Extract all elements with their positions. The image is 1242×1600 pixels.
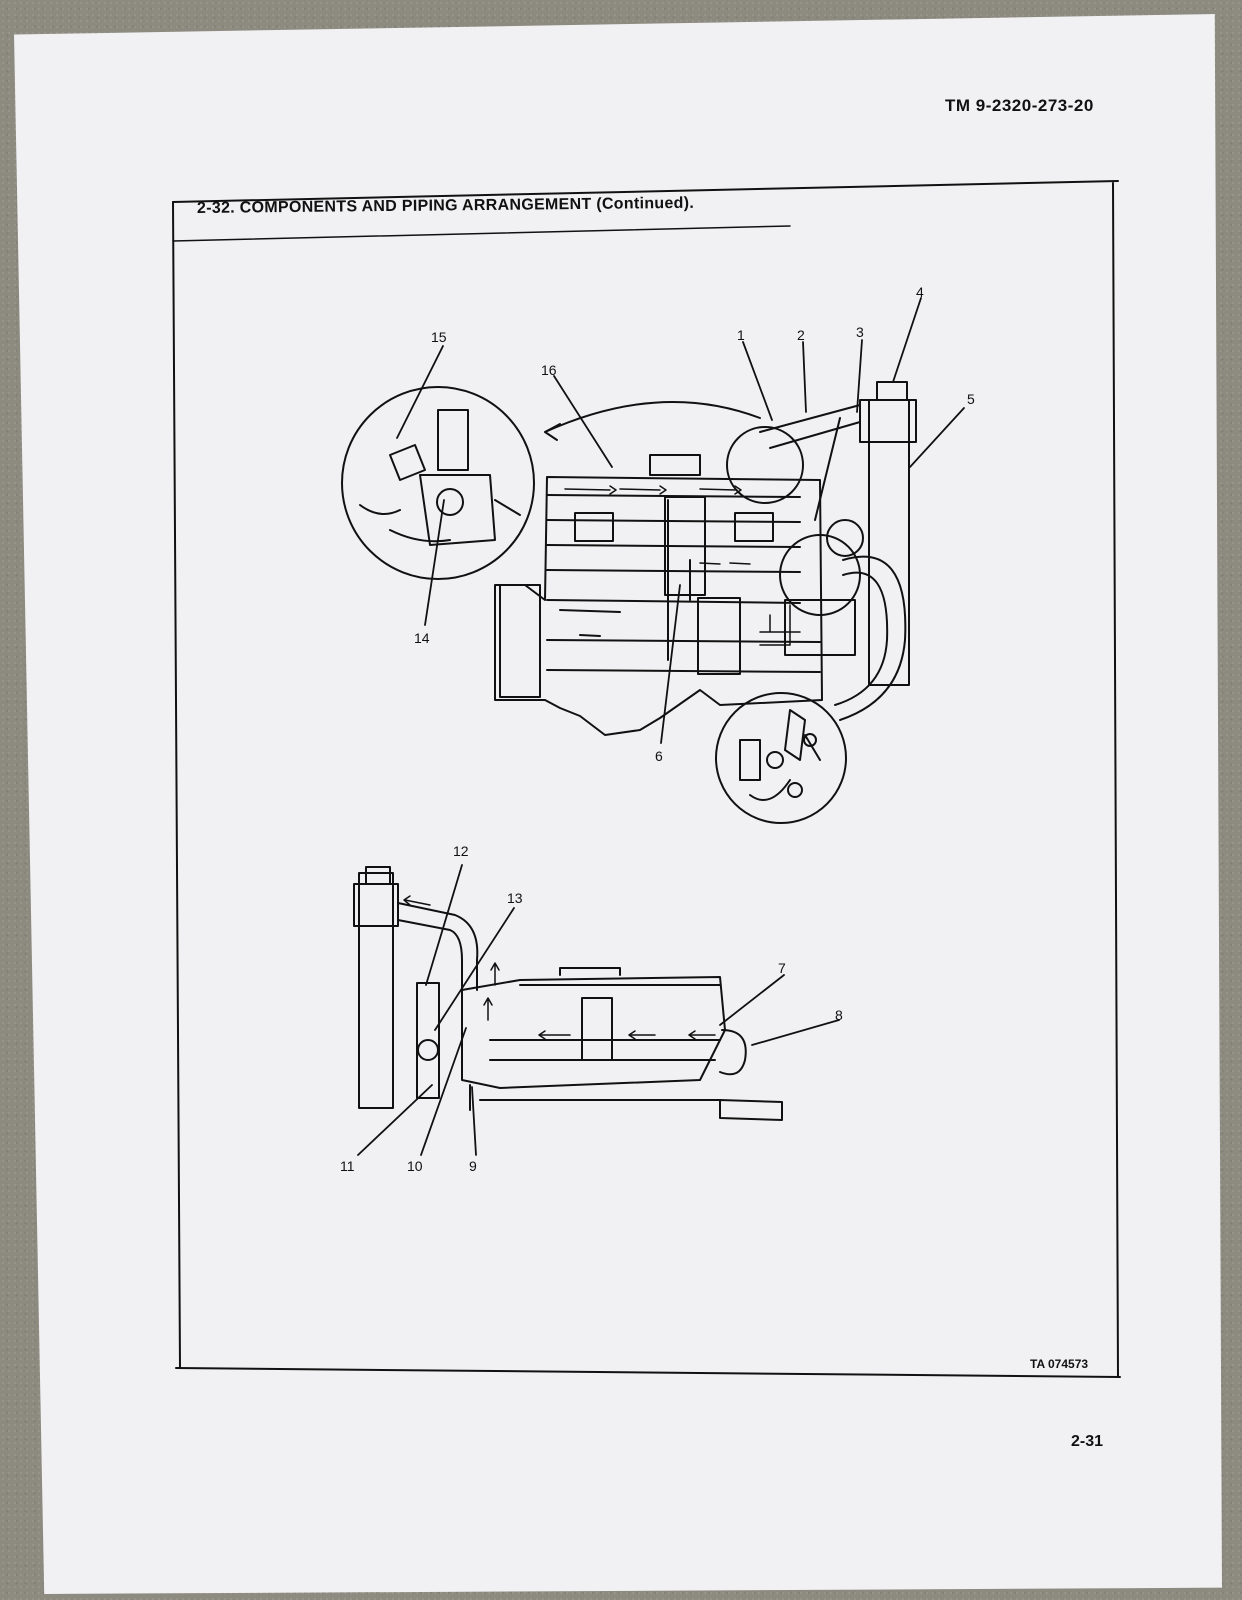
callout-labels: 1 2 3 4 5 6 7 8 9 10 11 12 13 14 15 16 — [340, 284, 975, 1174]
engine-illustration-upper — [341, 381, 917, 824]
leader-lines-upper — [396, 297, 965, 744]
leader-lines-lower — [357, 864, 840, 1156]
callout-8: 8 — [835, 1007, 843, 1023]
callout-15: 15 — [431, 329, 447, 345]
callout-2: 2 — [797, 327, 805, 343]
frame-right-rule — [1112, 182, 1119, 1378]
frame-bottom-rule — [175, 1367, 1121, 1378]
page-number: 2-31 — [1071, 1433, 1104, 1450]
callout-3: 3 — [856, 324, 864, 340]
ta-number: TA 074573 — [1030, 1357, 1089, 1371]
callout-16: 16 — [541, 362, 557, 378]
callout-9: 9 — [469, 1158, 477, 1174]
paper-sheet — [14, 14, 1222, 1594]
callout-4: 4 — [916, 284, 924, 300]
callout-12: 12 — [453, 843, 469, 859]
callout-6: 6 — [655, 748, 663, 764]
callout-14: 14 — [414, 630, 430, 646]
callout-7: 7 — [778, 960, 786, 976]
engine-illustration-lower — [353, 866, 783, 1121]
frame-top-rule — [172, 180, 1119, 203]
callout-1: 1 — [737, 327, 745, 343]
frame-left-rule — [172, 201, 181, 1368]
title-underline — [172, 225, 791, 242]
callout-5: 5 — [967, 391, 975, 407]
callout-13: 13 — [507, 890, 523, 906]
callout-10: 10 — [407, 1158, 423, 1174]
callout-11: 11 — [340, 1158, 355, 1174]
document-number: TM 9-2320-273-20 — [945, 96, 1094, 115]
